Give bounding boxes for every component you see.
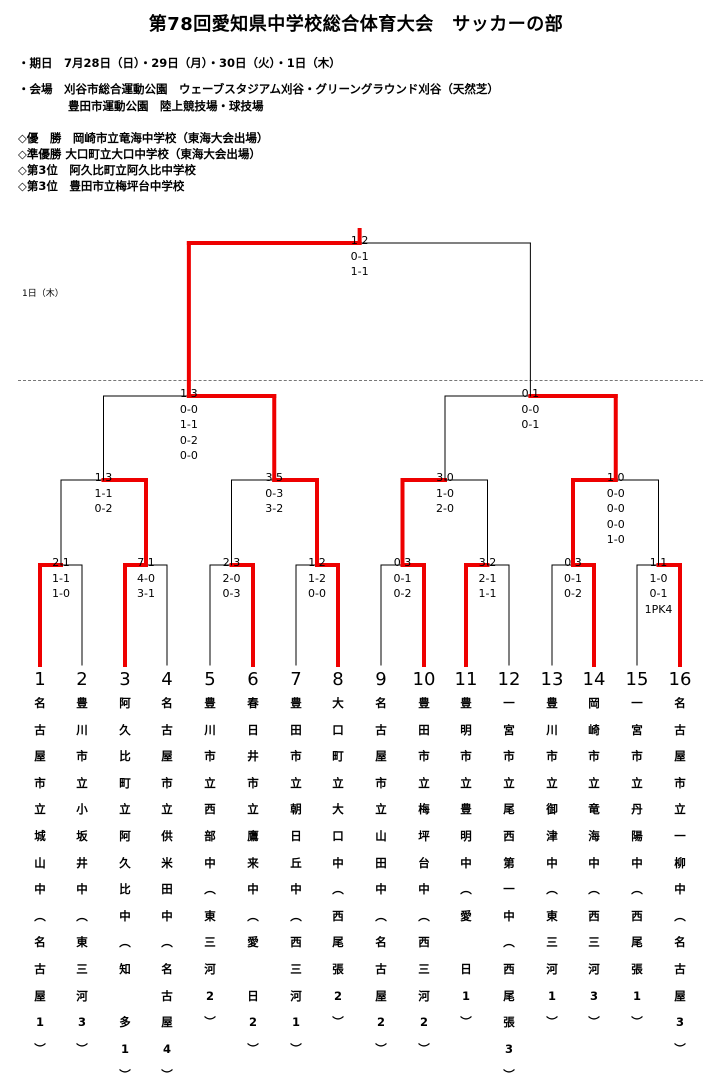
champion-line: ◇優 勝 岡崎市立竜海中学校（東海大会出場） [18,131,269,145]
match-score-r1m6: 3 2 2-1 1-1 [460,555,516,602]
match-total-r2m3: 3 0 [436,471,454,484]
day-label: 1日（木） [22,289,64,299]
team-number: 7 [290,669,302,690]
match-total-r1m7: 0 3 [564,556,582,569]
tournament-bracket [38,228,682,667]
team-number: 1 [34,669,46,690]
team-number: 6 [247,669,259,690]
match-score-r3m1: 1 3 0-0 1-1 0-2 0-0 [161,386,217,464]
team-number: 16 [668,669,692,690]
runner-up-line: ◇準優勝 大口町立大口中学校（東海大会出場） [18,147,261,161]
match-detail-r1m1: 1-1 1-0 [52,571,70,601]
team-number: 10 [412,669,436,690]
page-title: 第78回愛知県中学校総合体育大会 サッカーの部 [148,14,564,35]
match-detail-r1m4: 1-2 0-0 [308,571,326,601]
venue-line-1: ・会場 刈谷市総合運動公園 ウェーブスタジアム刈谷・グリーングラウンド刈谷（天然… [18,82,499,96]
match-detail-r2m4: 0-0 0-0 0-0 1-0 [606,486,625,547]
team-number: 14 [582,669,606,690]
day-divider [18,380,703,381]
team-number: 4 [161,669,173,690]
team-number: 13 [540,669,564,690]
match-score-r1m8: 1 1 1-0 0-1 1PK4 [631,555,687,617]
match-total-r2m4: 1 0 [607,471,625,484]
match-detail-r1m7: 0-1 0-2 [564,571,582,601]
match-score-r1m7: 0 3 0-1 0-2 [545,555,601,602]
match-detail-r3m2: 0-0 0-1 [521,402,540,432]
match-score-r2m1: 1 3 1-1 0-2 [76,470,132,517]
match-total-final: 1 2 [350,234,369,247]
match-score-r1m4: 1 2 1-2 0-0 [289,555,345,602]
match-detail-r2m3: 1-0 2-0 [436,486,454,516]
team-number: 3 [119,669,131,690]
match-score-r1m3: 2 3 2-0 0-3 [204,555,260,602]
match-detail-r1m5: 0-1 0-2 [393,571,412,601]
match-score-final: 1 2 0-1 1-1 [332,233,388,280]
match-detail-r2m2: 0-3 3-2 [265,486,284,516]
team-number: 8 [332,669,344,690]
third-place-line-b: ◇第3位 豊田市立梅坪台中学校 [18,179,185,193]
match-detail-r1m3: 2-0 0-3 [222,571,241,601]
third-place-line-a: ◇第3位 阿久比町立阿久比中学校 [18,163,196,177]
match-total-r3m1: 1 3 [180,387,198,400]
team-number: 15 [625,669,649,690]
period-line: ・期日 7月28日（日）・29日（月）・30日（火）・1日（木） [18,56,341,70]
team-number: 9 [375,669,387,690]
match-score-r3m2: 0 1 0-0 0-1 [502,386,558,433]
match-score-r1m1: 2 1 1-1 1-0 [33,555,89,602]
match-detail-r1m8: 1-0 0-1 1PK4 [644,571,673,616]
match-detail-r3m1: 0-0 1-1 0-2 0-0 [179,402,198,463]
match-score-r2m3: 3 0 1-0 2-0 [417,470,473,517]
match-total-r2m2: 3 5 [265,471,284,484]
match-detail-r1m2: 4-0 3-1 [137,571,155,601]
venue-line-2: 豊田市運動公園 陸上競技場・球技場 [68,99,264,113]
match-detail-final: 0-1 1-1 [350,249,369,279]
team-number: 5 [204,669,216,690]
match-total-r1m5: 0 3 [393,556,412,569]
match-total-r1m4: 1 2 [308,556,326,569]
match-detail-r1m6: 2-1 1-1 [478,571,497,601]
match-total-r3m2: 0 1 [521,387,540,400]
match-total-r1m8: 1 1 [649,556,668,569]
match-score-r2m4: 1 0 0-0 0-0 0-0 1-0 [588,470,644,548]
match-total-r1m1: 2 1 [52,556,70,569]
match-score-r2m2: 3 5 0-3 3-2 [246,470,302,517]
match-total-r2m1: 1 3 [94,471,113,484]
match-score-r1m5: 0 3 0-1 0-2 [375,555,431,602]
match-total-r1m3: 2 3 [222,556,241,569]
match-total-r1m2: 7 1 [137,556,155,569]
team-number: 11 [454,669,478,690]
match-detail-r2m1: 1-1 0-2 [94,486,113,516]
match-total-r1m6: 3 2 [478,556,497,569]
team-number: 2 [76,669,88,690]
match-score-r1m2: 7 1 4-0 3-1 [118,555,174,602]
team-number: 12 [497,669,521,690]
